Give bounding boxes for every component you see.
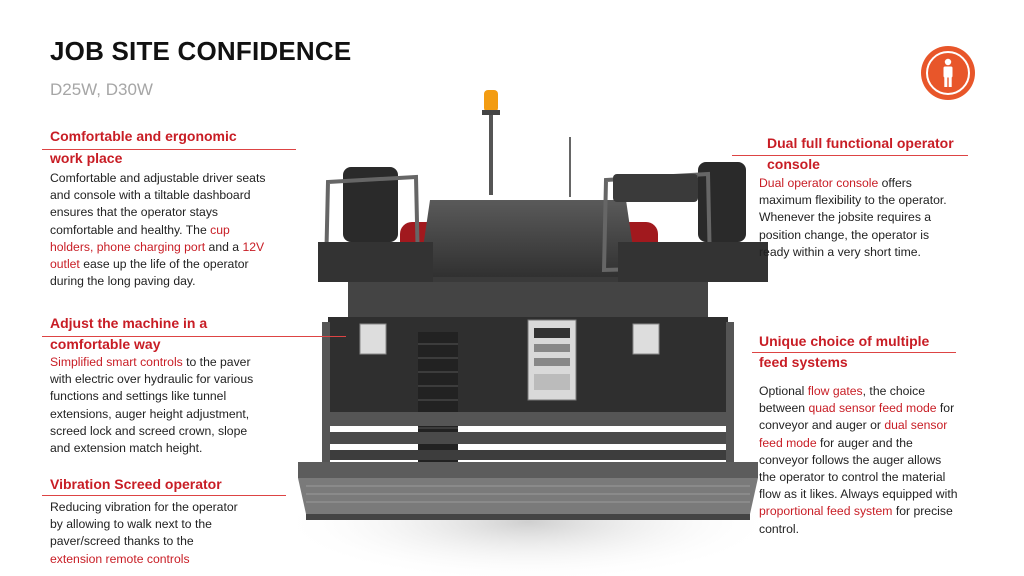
highlight-dual-console: Dual operator console xyxy=(759,176,879,190)
highlight-smart-controls: Simplified smart controls xyxy=(50,355,183,369)
text-span: ease up the life of the operator xyxy=(79,257,249,272)
text-line: position change, the operator is xyxy=(759,227,930,242)
heading-ergonomic-line2: work place xyxy=(50,150,123,166)
heading-dual-line2: console xyxy=(767,156,820,172)
text-span: Optional xyxy=(759,384,808,398)
text-line: Reducing vibration for the operator xyxy=(50,500,238,514)
highlight-proportional-feed: proportional feed system xyxy=(759,504,893,519)
text-line: feed mode for auger and the xyxy=(759,435,984,452)
heading-ergonomic-line1: Comfortable and ergonomic xyxy=(50,128,237,144)
highlight-dual-sensor: dual sensor xyxy=(884,418,948,433)
text-line: conveyor and auger or dual sensor xyxy=(759,417,984,434)
rule-adjust xyxy=(42,336,346,337)
text-span: for auger and the xyxy=(816,435,913,450)
text-span: for precise xyxy=(892,504,953,519)
text-vibration: Reducing vibration for the operator by a… xyxy=(50,499,290,568)
heading-adjust-2: comfortable way xyxy=(50,334,160,355)
text-line: and extension match height. xyxy=(50,441,203,456)
text-line: functions and settings like tunnel xyxy=(50,389,227,404)
heading-vibration: Vibration Screed operator xyxy=(50,476,222,492)
heading-dual-2: console xyxy=(767,154,820,175)
text-line: Dual operator console offers xyxy=(759,175,984,192)
text-line: Comfortable and adjustable driver seats xyxy=(50,171,266,185)
heading-adjust-line1: Adjust the machine in a xyxy=(50,315,208,331)
text-line: by allowing to walk next to the xyxy=(50,517,212,532)
text-line: Simplified smart controls to the paver xyxy=(50,354,300,371)
highlight-phone-charging: holders, phone charging port xyxy=(50,239,206,254)
heading-adjust: Adjust the machine in a xyxy=(50,313,207,334)
text-line: with electric over hydraulic for various xyxy=(50,372,254,387)
text-line: Optional flow gates, the choice xyxy=(759,383,984,400)
text-line: during the long paving day. xyxy=(50,274,196,289)
text-line: holders, phone charging port and a 12V xyxy=(50,239,295,256)
text-adjust: Simplified smart controls to the paver w… xyxy=(50,354,300,457)
heading-dual-line1: Dual full functional operator xyxy=(767,135,954,151)
text-line: comfortable and healthy. The cup xyxy=(50,222,295,239)
person-icon xyxy=(943,58,953,87)
rule-vibration xyxy=(42,495,286,496)
text-line: outlet ease up the life of the operator xyxy=(50,256,295,273)
highlight-remote-controls: extension remote controls xyxy=(50,551,190,566)
text-line: conveyor follows the auger allows xyxy=(759,452,942,467)
heading-adjust-line2: comfortable way xyxy=(50,336,161,352)
text-span: offers xyxy=(878,176,912,190)
text-line: between quad sensor feed mode for xyxy=(759,400,984,417)
text-ergonomic: Comfortable and adjustable driver seats … xyxy=(50,170,295,290)
text-line: proportional feed system for precise xyxy=(759,503,984,520)
page-subtitle: D25W, D30W xyxy=(50,80,153,99)
text-line: control. xyxy=(759,521,799,536)
paver-machine-illustration xyxy=(288,90,768,576)
heading-feed-line1: Unique choice of multiple xyxy=(759,333,930,349)
heading-ergonomic: Comfortable and ergonomic xyxy=(50,126,237,147)
highlight-feed-mode: feed mode xyxy=(759,435,817,450)
text-line: ready within a very short time. xyxy=(759,244,921,259)
text-span: for xyxy=(936,401,955,416)
rule-ergonomic xyxy=(42,149,296,150)
text-line: and console with a tiltable dashboard xyxy=(50,188,251,203)
text-span: comfortable and healthy. The xyxy=(50,222,211,237)
heading-dual: Dual full functional operator xyxy=(767,133,954,154)
text-line: maximum flexibility to the operator. xyxy=(759,193,947,208)
heading-feed-2: feed systems xyxy=(759,352,848,373)
operator-badge xyxy=(921,46,975,100)
highlight-quad-sensor: quad sensor feed mode xyxy=(808,401,937,416)
text-line: paver/screed thanks to the xyxy=(50,534,194,549)
text-feed: Optional flow gates, the choice between … xyxy=(759,383,984,538)
text-span: to the paver xyxy=(182,355,251,369)
text-span: between xyxy=(759,401,809,416)
page-title: JOB SITE CONFIDENCE xyxy=(50,36,352,66)
text-line: flow as it likes. Always equipped with xyxy=(759,487,958,502)
highlight-flow-gates: flow gates xyxy=(807,384,863,398)
highlight-12v: 12V xyxy=(242,239,265,254)
heading-feed-line2: feed systems xyxy=(759,354,848,370)
text-dual: Dual operator console offers maximum fle… xyxy=(759,175,984,261)
text-line: the operator to control the material xyxy=(759,470,946,485)
highlight-cup-holders: cup xyxy=(210,222,230,237)
rule-dual xyxy=(732,155,968,156)
text-line: Whenever the jobsite requires a xyxy=(759,210,932,225)
heading-feed: Unique choice of multiple xyxy=(759,331,929,352)
rule-feed xyxy=(752,352,956,353)
text-line: ensures that the operator stays xyxy=(50,205,219,220)
text-span: and a xyxy=(205,239,243,254)
badge-ring xyxy=(926,51,970,95)
text-span: , the choice xyxy=(862,384,925,398)
highlight-outlet: outlet xyxy=(50,257,80,272)
text-span: conveyor and auger or xyxy=(759,418,885,433)
text-line: screed lock and screed crown, slope xyxy=(50,423,248,438)
text-line: extensions, auger height adjustment, xyxy=(50,406,250,421)
heading-ergonomic-2: work place xyxy=(50,148,122,169)
